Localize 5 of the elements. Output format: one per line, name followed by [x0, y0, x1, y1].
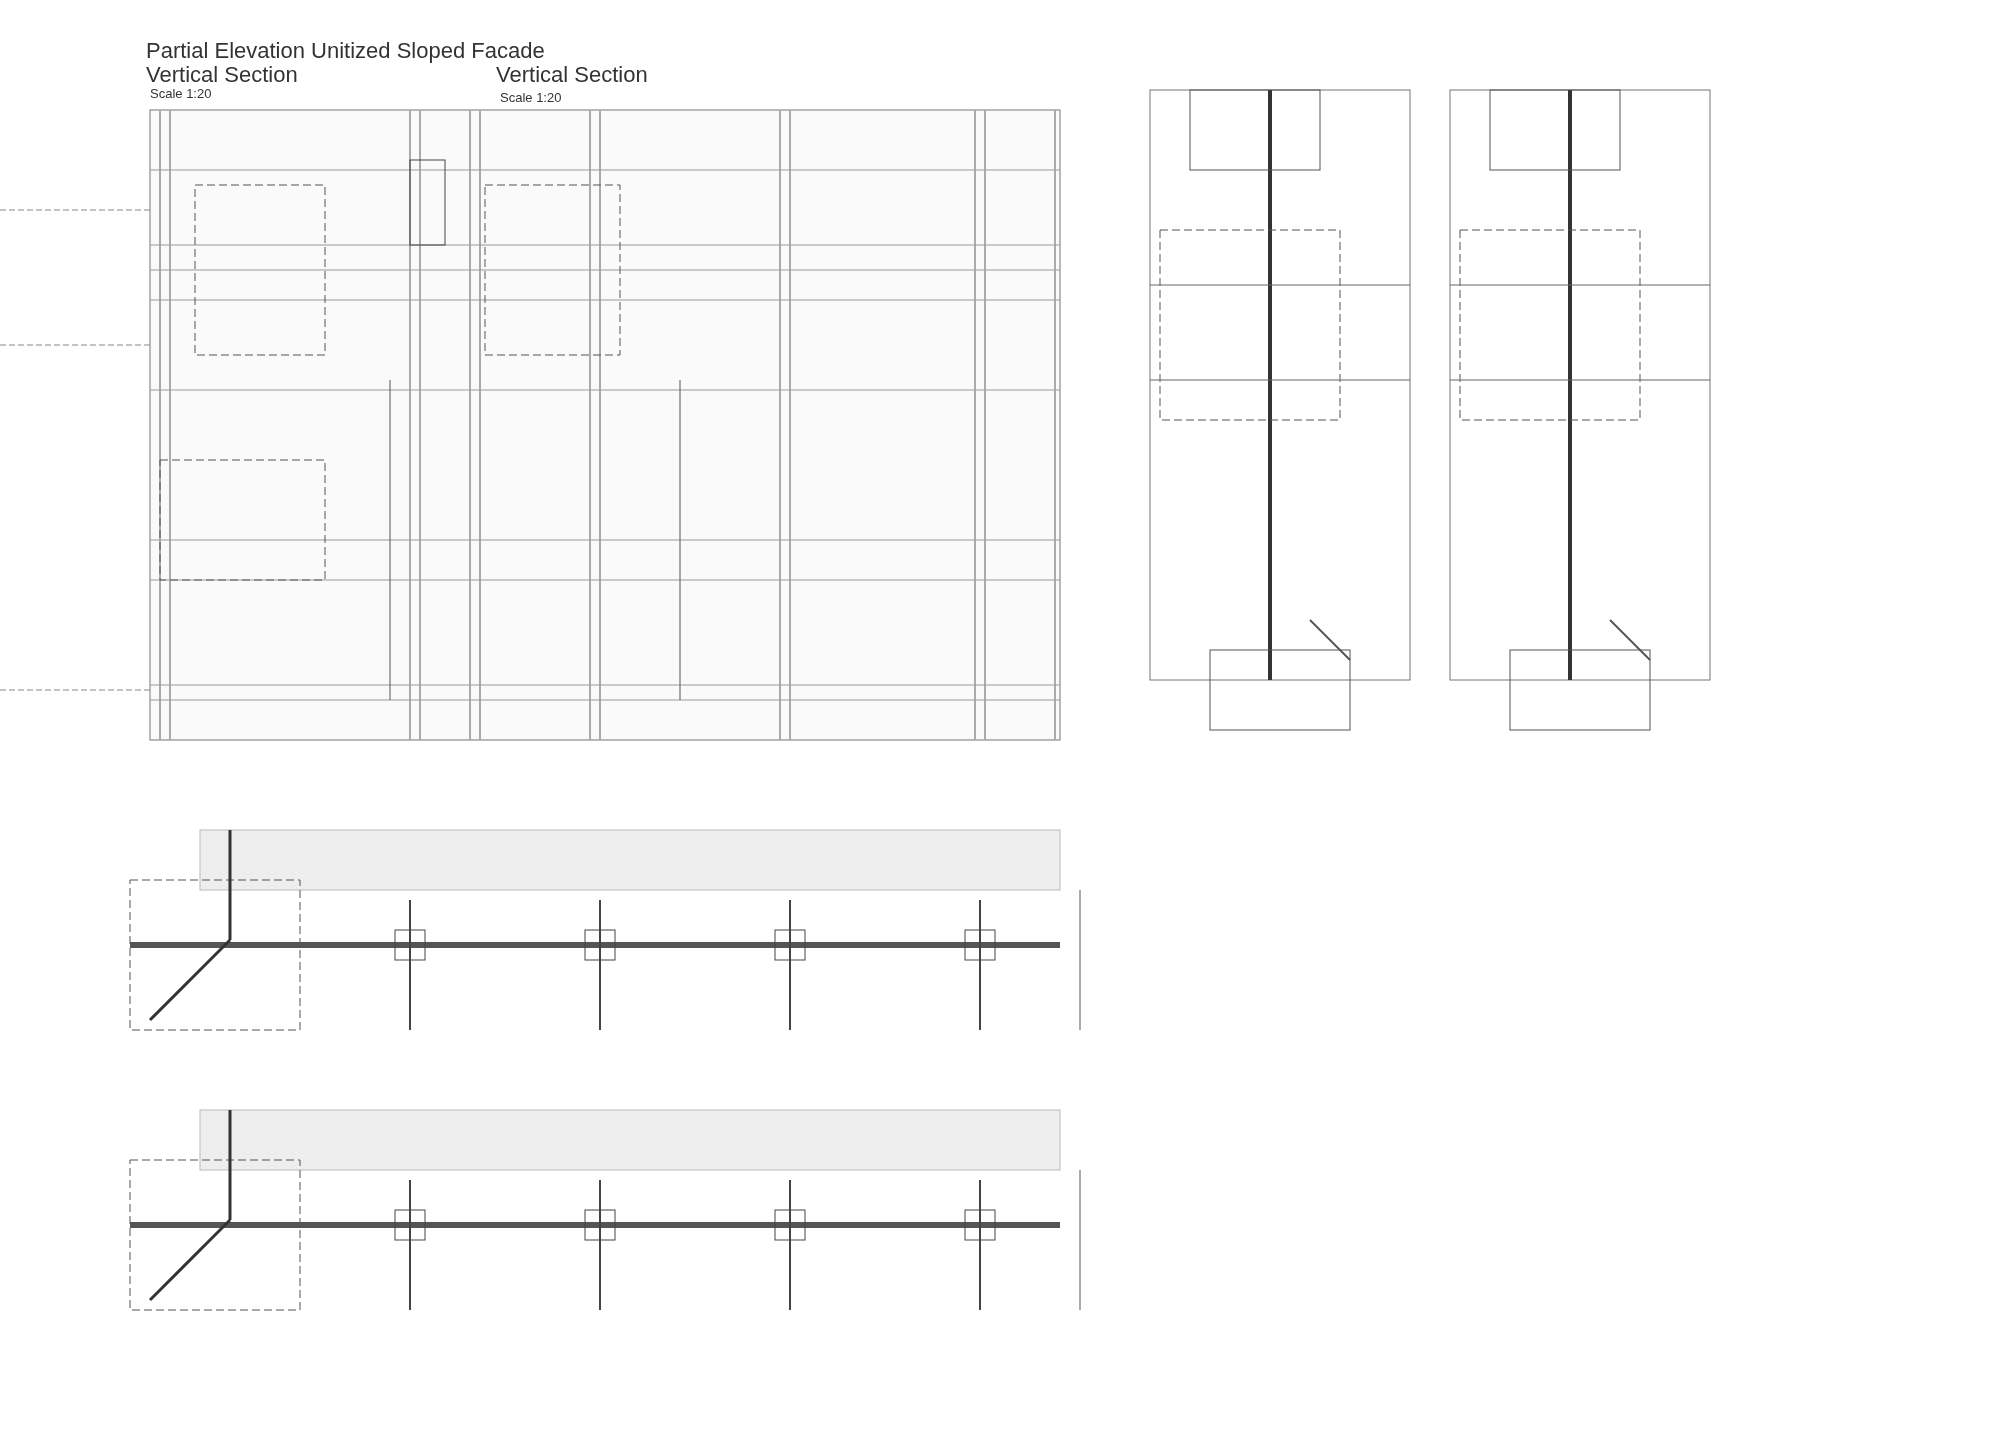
drawing-title: Vertical Section [146, 62, 298, 88]
scale-note: Scale 1:20 [150, 86, 212, 101]
drawing-title: Partial Elevation Unitized Sloped Facade [146, 38, 545, 64]
drawing-title: Vertical Section [496, 62, 648, 88]
scale-note: Scale 1:20 [500, 90, 562, 105]
